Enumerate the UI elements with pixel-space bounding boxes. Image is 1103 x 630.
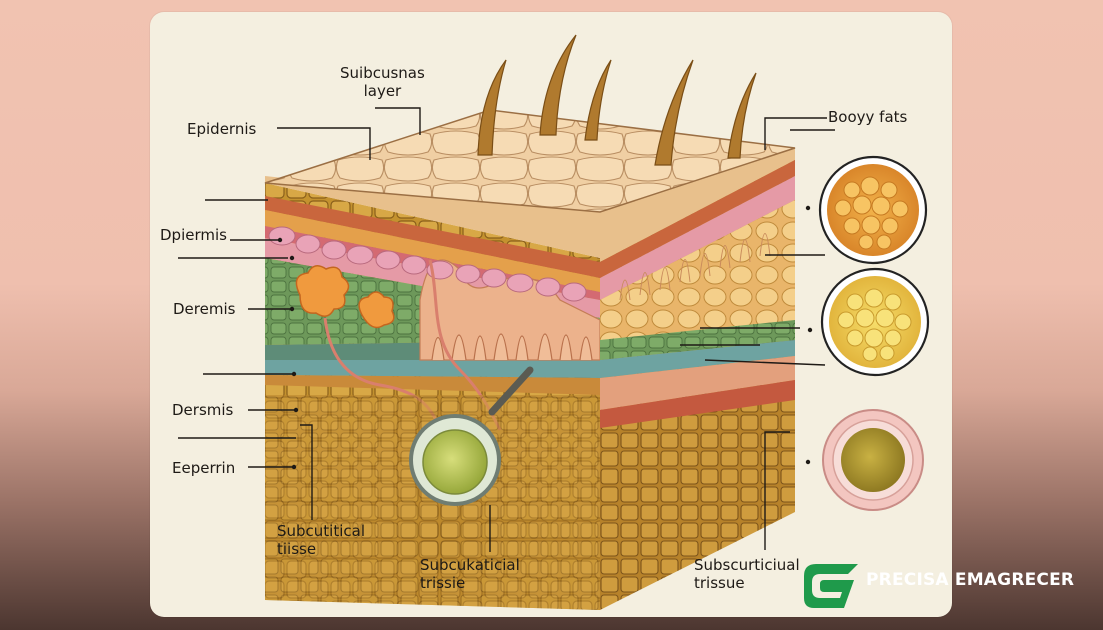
block-right-face — [600, 148, 795, 610]
label-top-right: Booyy fats — [828, 108, 908, 126]
block-front-face — [265, 176, 721, 610]
label-bottom-2: Subcukaticial trissie — [420, 556, 520, 592]
label-bottom-3: Subscurticiual trissue — [694, 556, 800, 592]
leader-lines — [178, 107, 835, 552]
label-left-5: Eeperrin — [172, 459, 236, 477]
label-left-4: Dersmis — [172, 401, 234, 419]
label-top-center-text: Suibcusnas layer — [340, 64, 425, 100]
callout-circle-3 — [822, 409, 924, 511]
magnifier-glass-icon — [409, 366, 534, 506]
brand-name: PRECISA EMAGRECER — [866, 570, 1075, 590]
leader-dots — [277, 205, 813, 470]
label-left-2: Dpiermis — [160, 226, 227, 244]
label-top-center: Suibcusnas layer — [340, 64, 425, 100]
label-bottom-1: Subcutitical tiisse — [277, 522, 366, 558]
hair-strands — [477, 34, 757, 166]
callout-circle-1 — [818, 155, 928, 265]
callout-circle-2 — [820, 267, 930, 377]
label-left-1: Epidernis — [187, 120, 257, 138]
label-left-3: Deremis — [173, 300, 236, 318]
brand-mark-icon — [804, 564, 858, 608]
brand-logo: PRECISA EMAGRECER — [800, 558, 1100, 614]
